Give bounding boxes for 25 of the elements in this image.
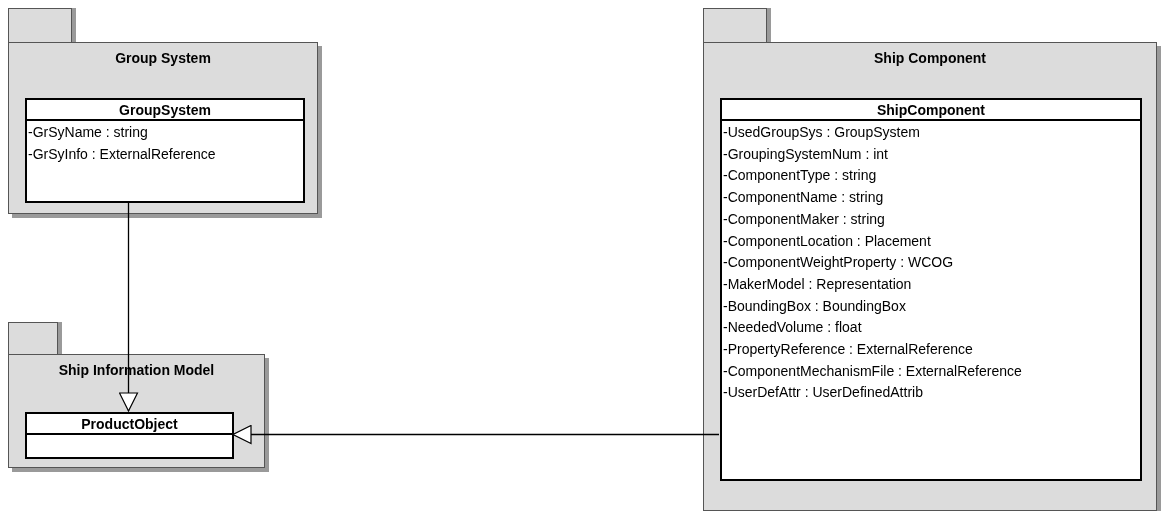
attribute-text: -ComponentType : string: [722, 166, 877, 186]
generalization-arrow: [232, 424, 720, 445]
attribute-text: -GrSyName : string: [27, 123, 148, 142]
class-name: ShipComponent: [876, 102, 986, 117]
attribute-text: -ComponentMaker : string: [722, 209, 885, 229]
attribute-text: -ComponentMechanismFile : ExternalReference: [722, 361, 1022, 381]
attribute-text: -MakerModel : Representation: [722, 274, 912, 294]
attribute-text: -ComponentName : string: [722, 188, 884, 208]
attribute-text: -ComponentLocation : Placement: [722, 231, 931, 251]
class-name: GroupSystem: [119, 102, 211, 117]
attribute-text: -NeededVolume : float: [722, 318, 862, 338]
class-box: [25, 98, 305, 203]
class-box: [720, 98, 1142, 481]
attribute-text: -GrSyInfo : ExternalReference: [27, 144, 216, 164]
class-name: ProductObject: [81, 416, 178, 431]
attribute-text: -PropertyReference : ExternalReference: [722, 340, 973, 360]
package-title: Group System: [115, 50, 211, 68]
generalization-arrow: [118, 201, 139, 412]
attribute-text: -BoundingBox : BoundingBox: [722, 296, 906, 316]
attribute-text: -UsedGroupSys : GroupSystem: [722, 123, 920, 142]
class-box: [25, 412, 234, 459]
attribute-text: -UserDefAttr : UserDefinedAttrib: [722, 383, 923, 403]
attribute-text: -GroupingSystemNum : int: [722, 144, 888, 164]
package-title: Ship Component: [874, 50, 986, 68]
attribute-text: -ComponentWeightProperty : WCOG: [722, 253, 954, 273]
